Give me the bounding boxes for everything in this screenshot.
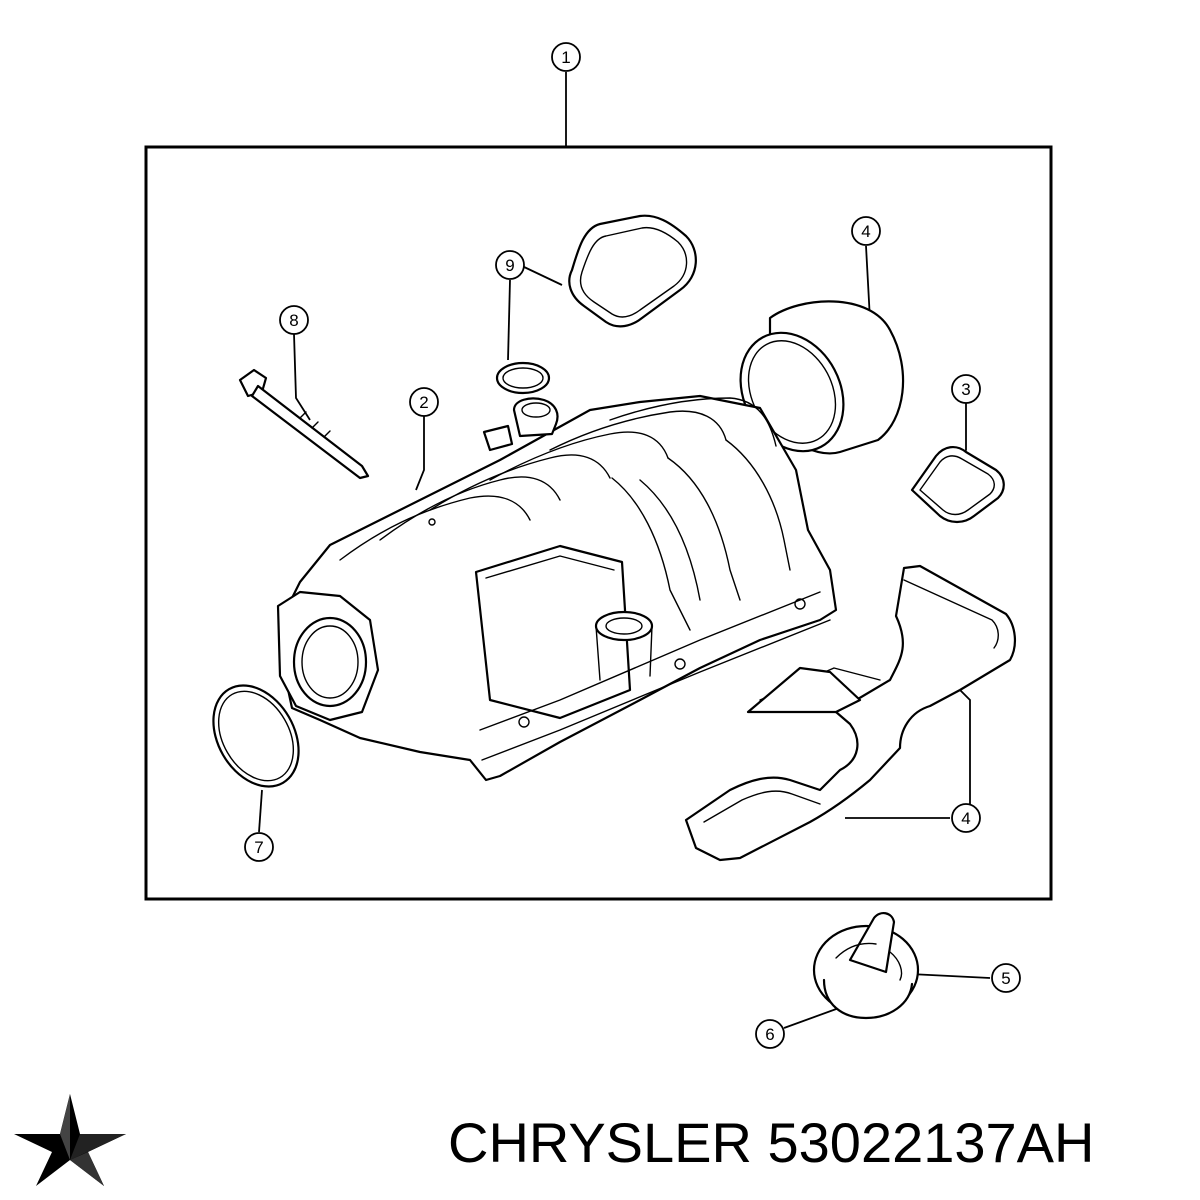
callout-4b: 4 xyxy=(951,803,981,833)
svg-text:3: 3 xyxy=(961,380,970,399)
brand-name: CHRYSLER xyxy=(448,1111,752,1174)
svg-text:8: 8 xyxy=(289,311,298,330)
callouts: 1 2 3 4 4 5 6 7 xyxy=(244,42,1021,1049)
callout-7: 7 xyxy=(244,832,274,862)
callout-4a: 4 xyxy=(851,216,881,246)
svg-text:6: 6 xyxy=(765,1025,774,1044)
svg-text:7: 7 xyxy=(254,838,263,857)
assembly-frame xyxy=(144,145,1053,901)
callout-5: 5 xyxy=(991,963,1021,993)
o-ring-7 xyxy=(212,684,300,788)
svg-text:1: 1 xyxy=(561,48,570,67)
gasket-9 xyxy=(568,214,697,328)
callout-3: 3 xyxy=(951,374,981,404)
callout-8: 8 xyxy=(279,305,309,335)
filler-cap-5-6 xyxy=(812,912,920,1020)
chrysler-star-icon xyxy=(14,1094,126,1186)
callout-6: 6 xyxy=(755,1019,785,1049)
callout-1: 1 xyxy=(551,42,581,72)
callout-9: 9 xyxy=(495,250,525,280)
svg-text:9: 9 xyxy=(505,256,514,275)
callout-2: 2 xyxy=(409,387,439,417)
svg-text:2: 2 xyxy=(419,393,428,412)
gasket-3 xyxy=(910,446,1005,524)
intake-manifold-2 xyxy=(276,394,838,782)
bolt-8 xyxy=(238,368,370,480)
svg-text:4: 4 xyxy=(961,809,970,828)
gasket-4 xyxy=(684,564,1016,862)
part-caption: CHRYSLER 53022137AH xyxy=(448,1108,1188,1178)
svg-text:5: 5 xyxy=(1001,969,1010,988)
part-number: 53022137AH xyxy=(767,1111,1095,1174)
svg-text:4: 4 xyxy=(861,222,870,241)
